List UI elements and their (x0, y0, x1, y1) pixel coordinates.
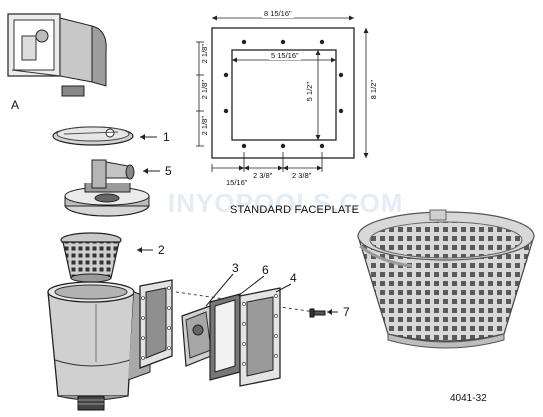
screw-part (309, 308, 326, 318)
dim-height-inner: 5 1/2" (305, 82, 314, 102)
watermark: INYOPOOLS.COM (168, 188, 404, 218)
faceplate-dimension-drawing (196, 15, 369, 172)
faceplate-part (239, 287, 281, 387)
part-label-4: 4 (290, 271, 297, 285)
part-label-3: 3 (232, 261, 239, 275)
part-label-5: 5 (165, 164, 172, 178)
part-label-7: 7 (343, 305, 350, 319)
vacuum-plate-part (64, 159, 150, 217)
dim-bottom-right: 2 3/8" (292, 171, 312, 180)
dim-left-bottom: 2 1/8" (200, 116, 209, 136)
skimmer-body (47, 281, 151, 411)
basket-part (60, 232, 122, 283)
dim-left-mid: 2 1/8" (200, 80, 209, 100)
dim-left-top: 2 1/8" (200, 44, 209, 64)
gasket-part (209, 293, 241, 381)
dim-bottom-offset: 15/16" (226, 178, 248, 187)
skimmer-thumbnail (7, 13, 107, 97)
basket-photo (357, 209, 535, 349)
faceplate-caption: STANDARD FACEPLATE (230, 204, 360, 216)
dim-bottom-mid: 2 3/8" (253, 171, 273, 180)
lid-part (52, 126, 134, 146)
model-code: 4041-32 (450, 393, 487, 404)
skimmer-mouth-frame (139, 279, 173, 369)
label-a: A (11, 98, 20, 112)
part-label-6: 6 (262, 263, 269, 277)
dim-width-inner: 5 15/16" (269, 51, 301, 60)
dim-height-outer: 8 1/2" (369, 80, 378, 100)
weir-part (181, 305, 217, 367)
dim-width-outer: 8 15/16" (262, 9, 294, 18)
part-label-1: 1 (163, 130, 170, 144)
part-label-2: 2 (158, 243, 165, 257)
